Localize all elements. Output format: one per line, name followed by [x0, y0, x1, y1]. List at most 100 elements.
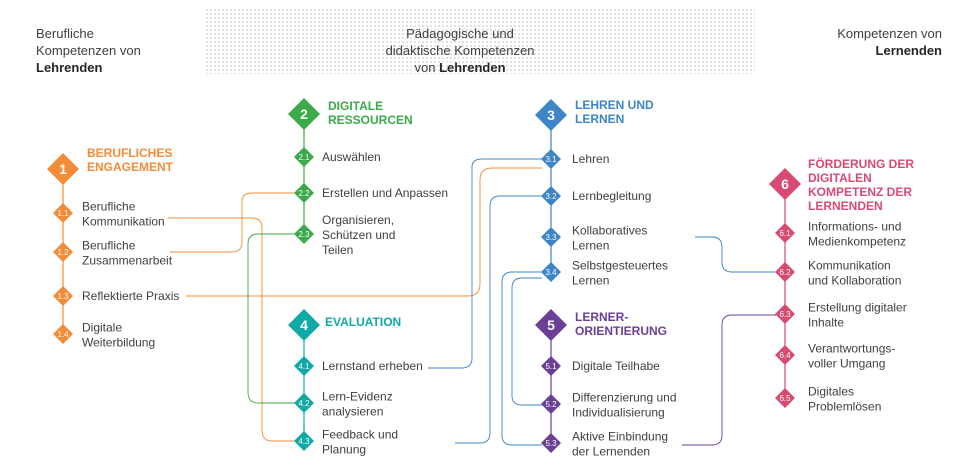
- item-label: Lehren: [572, 152, 609, 166]
- item-label: Planung: [322, 443, 366, 457]
- item-number: 5.3: [545, 439, 557, 448]
- item-label: Aktive Einbindung: [572, 430, 668, 444]
- item-label: Kollaboratives: [572, 224, 647, 238]
- connector-line: [186, 167, 542, 297]
- area-number: 6: [781, 176, 789, 192]
- item-label: Erstellung digitaler: [808, 301, 907, 315]
- item-number: 6.5: [779, 394, 791, 403]
- item-diamond: [294, 183, 314, 203]
- item-label: Problemlösen: [808, 400, 881, 414]
- area-diamond: [288, 309, 320, 341]
- connector-line: [695, 236, 776, 273]
- item-label: Lernstand erheben: [322, 359, 423, 373]
- item-label: Feedback und: [322, 428, 398, 442]
- area-title: LERNER-: [575, 310, 628, 324]
- item-diamond: [541, 433, 561, 453]
- item-label: Kommunikation: [82, 215, 165, 229]
- item-number: 1.4: [57, 330, 69, 339]
- area-title: ORIENTIERUNG: [575, 324, 667, 338]
- header-right: Kompetenzen von Lernenden: [837, 26, 942, 58]
- item-number: 5.2: [545, 400, 557, 409]
- area-title: LEHREN UND: [575, 98, 654, 112]
- item-label: Berufliche: [82, 239, 136, 253]
- item-label: Lernbegleitung: [572, 189, 651, 203]
- item-number: 3.4: [545, 268, 557, 277]
- item-diamond: [53, 242, 73, 262]
- item-label: Kommunikation: [808, 259, 891, 273]
- area-number: 5: [547, 317, 555, 333]
- item-number: 2.2: [298, 189, 310, 198]
- header-center: Pädagogische und didaktische Kompetenzen…: [385, 26, 535, 75]
- item-diamond: [775, 262, 795, 282]
- item-label: und Kollaboration: [808, 274, 901, 288]
- item-diamond: [775, 388, 795, 408]
- item-diamond: [294, 431, 314, 451]
- connector-line: [247, 233, 296, 404]
- competence-item-3-2: 3.2 Lernbegleitung: [541, 186, 651, 206]
- item-number: 3.1: [545, 155, 557, 164]
- item-diamond: [541, 227, 561, 247]
- item-diamond: [541, 186, 561, 206]
- item-label: Differenzierung und: [572, 391, 677, 405]
- item-label: Organisieren,: [322, 213, 394, 227]
- area-title: DIGITALEN: [808, 171, 872, 185]
- item-label: Selbstgesteuertes: [572, 259, 668, 273]
- item-label: der Lernenden: [572, 445, 650, 459]
- competence-item-1-3: 1.3 Reflektierte Praxis: [53, 286, 179, 306]
- item-number: 3.2: [545, 192, 557, 201]
- item-label: Verantwortungs-: [808, 342, 895, 356]
- item-label: Berufliche: [82, 200, 136, 214]
- item-diamond: [775, 304, 795, 324]
- area-diamond: [535, 309, 567, 341]
- item-number: 1.1: [57, 209, 69, 218]
- item-number: 5.1: [545, 362, 557, 371]
- item-number: 6.2: [779, 268, 791, 277]
- area-title: BERUFLICHES: [87, 146, 172, 160]
- item-diamond: [541, 356, 561, 376]
- connector-line: [511, 277, 542, 406]
- item-label: voller Umgang: [808, 357, 885, 371]
- item-label: Lern-Evidenz: [322, 390, 393, 404]
- area-number: 1: [59, 161, 67, 177]
- connector-line: [682, 314, 776, 446]
- item-label: Informations- und: [808, 220, 901, 234]
- item-label: Erstellen und Anpassen: [322, 186, 448, 200]
- item-label: Digitales: [808, 385, 854, 399]
- item-label: Auswählen: [322, 150, 381, 164]
- header-left: Berufliche Kompetenzen von Lehrenden: [36, 26, 141, 75]
- connector-line: [428, 158, 542, 369]
- item-number: 1.3: [57, 292, 69, 301]
- item-diamond: [294, 356, 314, 376]
- item-label: Teilen: [322, 243, 353, 257]
- item-diamond: [775, 345, 795, 365]
- item-label: Digitale: [82, 321, 122, 335]
- item-label: Weiterbildung: [82, 336, 155, 350]
- area-number: 4: [300, 317, 308, 333]
- item-diamond: [53, 324, 73, 344]
- area-diamond: [535, 99, 567, 131]
- area-title: ENGAGEMENT: [87, 160, 174, 174]
- area-title: LERNENDEN: [808, 199, 883, 213]
- connector-line: [170, 192, 296, 253]
- item-label: Reflektierte Praxis: [82, 289, 179, 303]
- item-label: Lernen: [572, 274, 609, 288]
- item-diamond: [294, 393, 314, 413]
